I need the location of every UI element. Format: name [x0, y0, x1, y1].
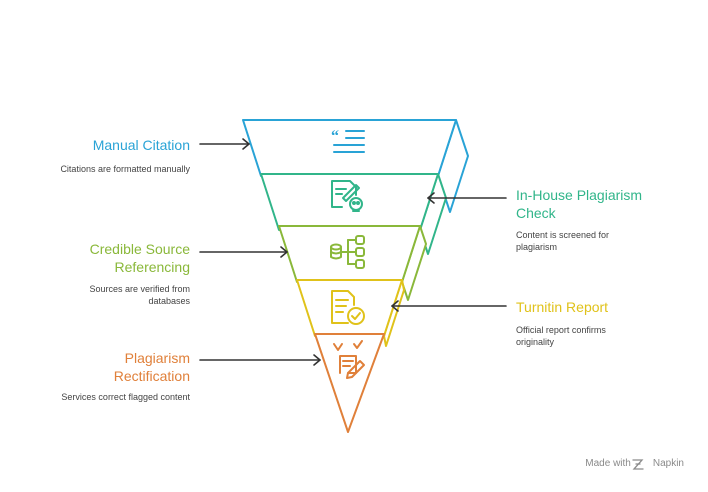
document-skull-icon — [331, 180, 363, 212]
stage-desc-in-house-check: Content is screened for plagiarism — [516, 230, 610, 252]
arrow-manual-citation — [199, 138, 250, 150]
napkin-brand-label: Napkin — [652, 458, 684, 469]
document-edit-icon — [333, 340, 365, 379]
made-with-label: Made with — [585, 458, 631, 469]
stage-desc-turnitin: Official report confirms originality — [516, 325, 606, 347]
arrow-in-house-check — [427, 192, 507, 204]
stage-title-credible-source: Credible Source Referencing — [89, 241, 190, 275]
stage-title-turnitin: Turnitin Report — [516, 299, 609, 315]
arrow-credible-source — [199, 246, 288, 258]
stage-desc-rectification: Services correct flagged content — [61, 392, 190, 402]
napkin-logo-icon — [632, 459, 644, 470]
funnel-layer-rectification — [314, 333, 385, 433]
database-tree-icon — [330, 235, 365, 269]
stage-desc-manual-citation: Citations are formatted manually — [60, 164, 190, 174]
made-with-napkin: Made with Napkin — [582, 458, 684, 469]
funnel-layer-manual-citation — [242, 119, 469, 213]
report-check-icon — [331, 290, 365, 325]
svg-text:“: “ — [331, 128, 339, 145]
quote-lines-icon: “ — [331, 128, 365, 153]
stage-title-manual-citation: Manual Citation — [92, 137, 190, 153]
stage-title-rectification: Plagiarism Rectification — [113, 350, 190, 384]
stage-desc-credible-source: Sources are verified from databases — [89, 284, 190, 306]
arrow-rectification — [199, 354, 321, 366]
stage-title-in-house-check: In-House Plagiarism Check — [516, 187, 643, 221]
arrow-turnitin — [391, 300, 507, 312]
